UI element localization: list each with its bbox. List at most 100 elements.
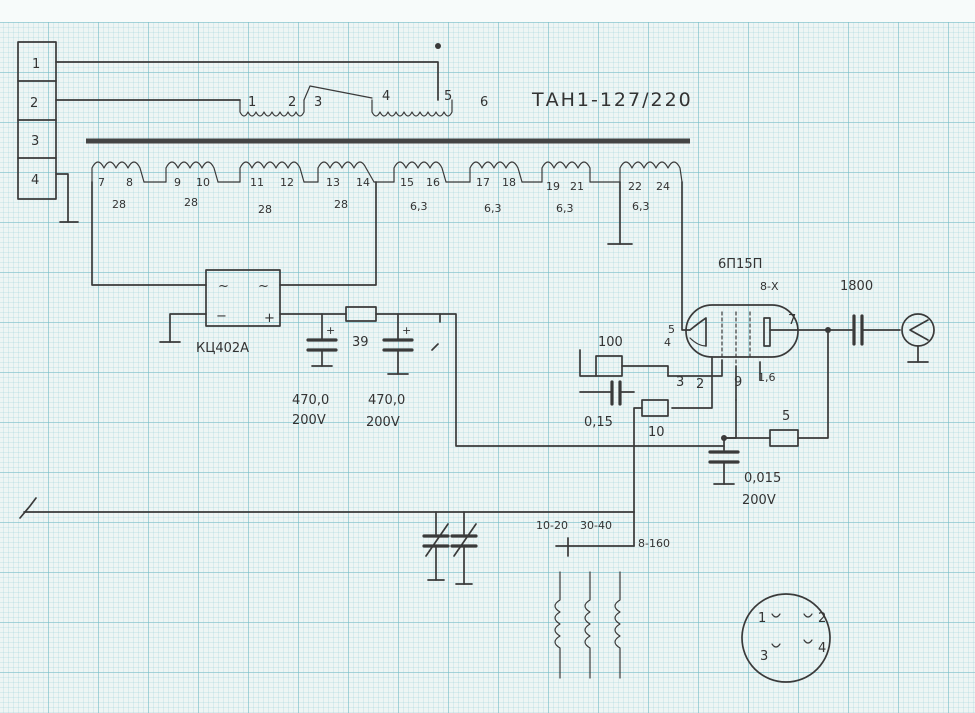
c-out-value: 1800 [840,279,873,294]
tube-type: 6П15П [718,257,762,272]
winding-voltage-label: 28 [184,196,198,209]
grid1-lead [667,359,723,377]
rectifier-label: КЦ402А [196,341,249,356]
tube-pin-label: 7 [788,313,796,328]
primary-tap-label: 1 [248,95,256,110]
tube-envelope [685,304,799,358]
winding-voltage-label: 6,3 [556,202,574,215]
wire-mark [435,43,441,49]
rectifier-minus-mark: − [216,309,227,324]
trimmer-arrow [425,523,449,557]
wire-to-rectifier [279,181,377,286]
r-anode-value: 5 [782,409,790,424]
output-jack-mark [909,319,929,341]
c-grid-value: 0,15 [584,415,613,430]
pentode-tube: 6П15П 8-Х 7 4 5 3 2 9 1,6 [664,257,829,409]
grid-wire [579,349,597,377]
anode-feed [797,329,829,439]
screen-wire [633,407,643,513]
secondary-winding [393,161,447,183]
c2-value: 470,0 [368,393,405,408]
transformer-title: ТАН1-127/220 [531,89,693,111]
wire-mark [431,343,439,351]
tube-cathode [689,317,707,347]
c1-polarity: + [326,324,335,337]
connector-pin-label: 2 [30,96,38,111]
mains-wiring [55,43,441,223]
tube-pin-label: 2 [696,377,704,392]
socket-pinout: 1 2 3 4 [741,593,831,683]
rectifier-ac-mark: ~ [218,279,229,294]
winding-pin-label: 24 [656,180,670,193]
band-label: 8-160 [638,537,670,550]
secondary-winding [91,161,145,183]
transformer-primary: 1 2 3 4 5 6 ТАН1-127/220 [239,85,693,117]
connector-pin-label: 1 [32,57,40,72]
winding-voltage-label: 6,3 [484,202,502,215]
primary-jumper [303,85,373,101]
socket-pin [771,613,781,618]
output-jack [901,313,935,347]
winding-pin-label: 17 [476,176,490,189]
rectifier-ac-mark: ~ [258,279,269,294]
winding-pin-label: 8 [126,176,133,189]
primary-tap-label: 2 [288,95,296,110]
winding-voltage-label: 6,3 [410,200,428,213]
tuning-coil [584,571,591,679]
winding-voltage-label: 6,3 [632,200,650,213]
rectifier-box [205,269,281,327]
winding-pin-label: 15 [400,176,414,189]
connector-pin-label: 3 [31,134,39,149]
rectifier-ground-wire [169,313,207,343]
tube-pin-label: 1,6 [758,371,776,384]
mains-wire-1 [55,61,439,101]
power-filter: + 470,0 200V 39 + 470,0 200V [279,306,725,447]
secondary-winding [317,161,375,183]
tube-pins-note: 8-Х [760,280,779,293]
secondary-winding [619,161,683,183]
winding-voltage-label: 28 [334,198,348,211]
tuning-coil [554,571,561,679]
secondary-winding [469,161,523,183]
primary-tap-label: 4 [382,89,390,104]
socket-pin-label: 2 [818,611,826,626]
trimmer-arrow [453,523,477,557]
rectifier-bridge: ~ ~ − + КЦ402А [159,269,281,356]
secondary-winding [239,161,305,183]
r-screen-resistor [641,399,669,417]
winding-pin-label: 22 [628,180,642,193]
c-decouple-voltage: 200V [742,493,776,508]
rectifier-plus-mark: + [264,311,275,326]
cathode-wire [723,399,737,439]
winding-voltage-label: 28 [112,198,126,211]
socket-outline [741,593,831,683]
winding-pin-label: 9 [174,176,181,189]
connector-pin-label: 4 [31,173,39,188]
supply-rail [375,313,441,323]
connector-block: 1 2 3 4 [17,41,57,200]
socket-pin [771,643,781,648]
screen-lead [671,356,713,409]
c1-value: 470,0 [292,393,329,408]
socket-pin-label: 4 [818,641,826,656]
c1-voltage: 200V [292,413,326,428]
primary-tap-label: 3 [314,95,322,110]
winding-voltage-label: 28 [258,203,272,216]
r-screen-value: 10 [648,425,665,440]
c-decouple-value: 0,015 [744,471,781,486]
b-plus-rail [439,313,725,447]
wire-to-rectifier [91,181,207,286]
primary-winding [239,99,305,117]
winding-pin-label: 16 [426,176,440,189]
winding-pin-label: 12 [280,176,294,189]
winding-pin-label: 14 [356,176,370,189]
c2-polarity: + [402,324,411,337]
band-label: 30-40 [580,519,612,532]
heater-wire [681,181,691,331]
tuning-section: 10-20 30-40 8-160 [19,497,670,679]
transformer-secondaries: 7 8 9 10 11 12 13 14 15 16 17 18 19 21 2… [91,161,683,216]
winding-pin-label: 7 [98,176,105,189]
secondary-winding [165,161,219,183]
winding-pin-label: 21 [570,180,584,193]
winding-pin-label: 10 [196,176,210,189]
